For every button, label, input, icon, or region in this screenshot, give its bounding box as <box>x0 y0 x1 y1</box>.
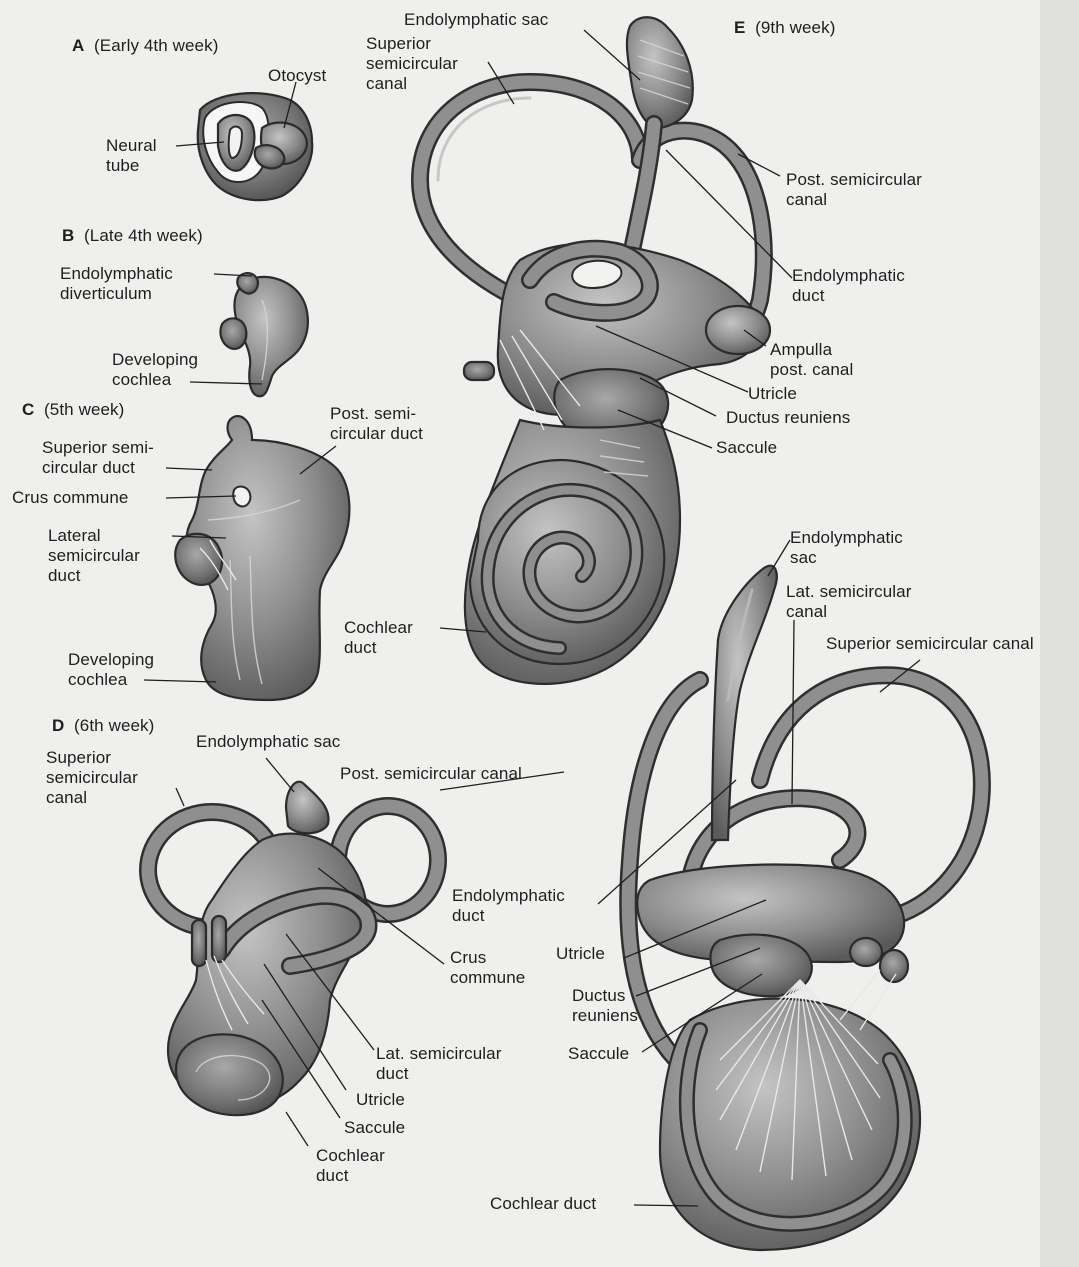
label-cochlear-duct-d: Cochlear duct <box>316 1146 385 1186</box>
label-endolymphatic-duct-e: Endolymphatic duct <box>792 266 905 306</box>
label-endolymphatic-diverticulum: Endolymphatic diverticulum <box>60 264 173 304</box>
label-developing-cochlea-c: Developing cochlea <box>68 650 154 690</box>
label-post-semicircular-canal-d: Post. semicircular canal <box>340 764 522 784</box>
panel-e2-drawing <box>628 566 982 1250</box>
panel-d-stage: (6th week) <box>74 716 154 735</box>
panel-a-letter: A <box>72 36 84 55</box>
label-developing-cochlea-b: Developing cochlea <box>112 350 198 390</box>
label-cochlear-duct-e: Cochlear duct <box>344 618 413 658</box>
panel-e-heading: E (9th week) <box>734 18 835 38</box>
label-otocyst: Otocyst <box>268 66 326 86</box>
label-ampulla-post-canal: Ampulla post. canal <box>770 340 853 380</box>
panel-b-heading: B (Late 4th week) <box>62 226 203 246</box>
label-utricle-d: Utricle <box>356 1090 405 1110</box>
label-superior-semicircular-duct: Superior semi- circular duct <box>42 438 154 478</box>
panel-d-heading: D (6th week) <box>52 716 154 736</box>
label-neural-tube: Neural tube <box>106 136 157 176</box>
label-superior-semicircular-canal-e2: Superior semicircular canal <box>826 634 1034 654</box>
label-superior-semicircular-canal-e: Superior semicircular canal <box>366 34 458 94</box>
label-endolymphatic-duct-e2: Endolymphatic duct <box>452 886 565 926</box>
label-crus-commune-d: Crus commune <box>450 948 525 988</box>
panel-a-heading: A (Early 4th week) <box>72 36 218 56</box>
label-saccule-d: Saccule <box>344 1118 405 1138</box>
label-utricle-e: Utricle <box>748 384 797 404</box>
panel-d-letter: D <box>52 716 64 735</box>
panel-e-drawing <box>420 17 770 684</box>
panel-e-stage: (9th week) <box>755 18 835 37</box>
label-lateral-semicircular-duct: Lateral semicircular duct <box>48 526 140 586</box>
label-saccule-e2: Saccule <box>568 1044 629 1064</box>
label-endolymphatic-sac-e: Endolymphatic sac <box>404 10 548 30</box>
label-ductus-reuniens-e: Ductus reuniens <box>726 408 850 428</box>
label-endolymphatic-sac-e2: Endolymphatic sac <box>790 528 903 568</box>
label-ductus-reuniens-e2: Ductus reuniens <box>572 986 638 1026</box>
panel-c-drawing <box>175 416 349 700</box>
page-bleed-texture <box>1040 0 1079 1267</box>
panel-a-stage: (Early 4th week) <box>94 36 218 55</box>
panel-c-heading: C (5th week) <box>22 400 124 420</box>
label-crus-commune-c: Crus commune <box>12 488 128 508</box>
label-cochlear-duct-e2: Cochlear duct <box>490 1194 596 1214</box>
panel-c-letter: C <box>22 400 34 419</box>
panel-b-drawing <box>220 273 307 396</box>
panel-c-stage: (5th week) <box>44 400 124 419</box>
label-endolymphatic-sac-d: Endolymphatic sac <box>196 732 340 752</box>
panel-b-letter: B <box>62 226 74 245</box>
label-superior-semicircular-canal-d: Superior semicircular canal <box>46 748 138 808</box>
panel-a-otocyst-drawing <box>198 93 312 200</box>
panel-b-stage: (Late 4th week) <box>84 226 203 245</box>
label-utricle-e2: Utricle <box>556 944 605 964</box>
label-lat-semicircular-canal-e2: Lat. semicircular canal <box>786 582 911 622</box>
label-post-semicircular-duct: Post. semi- circular duct <box>330 404 423 444</box>
label-post-semicircular-canal-e: Post. semicircular canal <box>786 170 922 210</box>
label-saccule-e: Saccule <box>716 438 777 458</box>
panel-e-letter: E <box>734 18 745 37</box>
label-lat-semicircular-duct-d: Lat. semicircular duct <box>376 1044 501 1084</box>
